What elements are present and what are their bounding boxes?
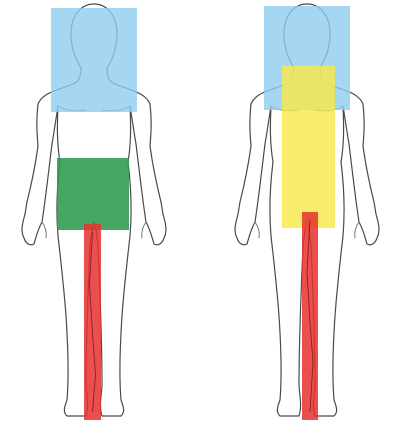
left-torso-zone — [57, 158, 129, 230]
right-figure — [235, 4, 379, 420]
left-head-zone — [51, 8, 137, 112]
right-torso-zone — [282, 66, 335, 228]
left-figure — [22, 4, 166, 420]
left-leg-zone — [84, 224, 101, 420]
